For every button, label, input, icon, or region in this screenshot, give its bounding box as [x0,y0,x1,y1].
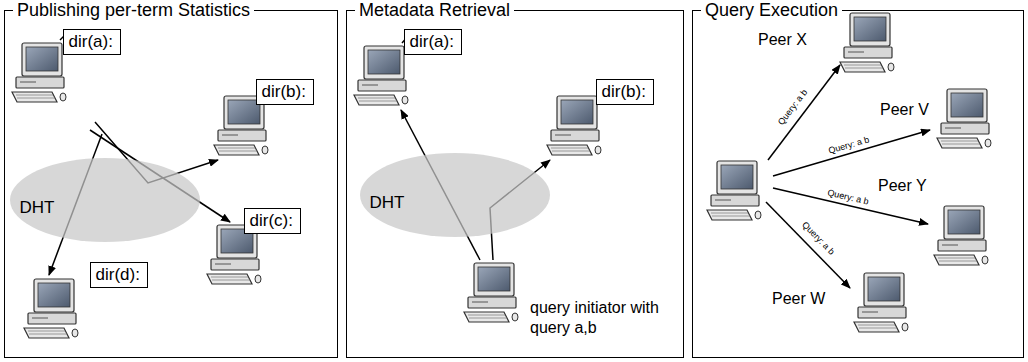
panel-title: Publishing per-term Statistics [13,0,254,21]
directory-box: dir(b): [596,79,654,105]
directory-box: dir(d): [90,262,148,288]
directory-box: dir(b): [256,79,314,105]
peer-name: Peer X [758,30,807,50]
dht-label: DHT [20,198,55,218]
panel-title: Query Execution [701,0,842,21]
panel-title: Metadata Retrieval [355,0,514,21]
dht-ellipse: DHT [10,158,200,242]
directory-label: dir(d): [96,265,140,284]
dht-ellipse: DHT [360,153,550,237]
peer-name: Peer Y [878,176,927,196]
dht-label: DHT [370,193,405,213]
directory-box: dir(a): [404,29,462,55]
query-label: Query: a b [776,87,810,127]
query-label: Query: a b [827,134,870,156]
directory-label: dir(b): [262,82,306,101]
directory-label: dir(c): [250,211,293,230]
peer-name: Peer W [772,289,825,309]
initiator-note: query initiator with query a,b [530,298,680,338]
panel-frame: Query Execution [692,10,1024,358]
directory-box: dir(c): [244,208,301,234]
directory-box: dir(a): [63,29,121,55]
directory-label: dir(a): [69,32,113,51]
peer-name: Peer V [880,100,929,120]
directory-label: dir(b): [602,82,646,101]
query-label: Query: a b [799,219,836,257]
arrows [49,33,930,288]
query-label: Query: a b [826,187,869,207]
directory-label: dir(a): [410,32,454,51]
panel-frame: Publishing per-term Statisticsdir(a):dir… [4,10,338,358]
